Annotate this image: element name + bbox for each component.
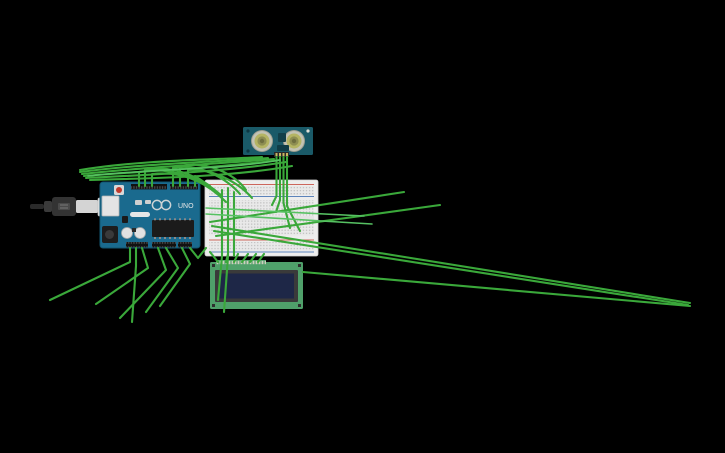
analog-header-extra[interactable] [178, 242, 192, 248]
wire [274, 155, 282, 214]
lcd-screen [219, 273, 294, 299]
wire [186, 168, 254, 200]
wire [285, 155, 302, 233]
wire [188, 246, 208, 260]
wire [214, 203, 442, 238]
wire-layer-highlight[interactable] [87, 159, 373, 225]
power-header[interactable] [126, 242, 148, 248]
wire [94, 246, 150, 306]
ultrasonic-sensor[interactable] [243, 127, 313, 157]
wire [158, 246, 192, 308]
wire [144, 246, 180, 314]
wire [48, 246, 132, 302]
wire [240, 252, 250, 264]
arduino-uno-board[interactable]: UNO [99, 181, 201, 249]
wire [78, 156, 270, 174]
wire [212, 229, 690, 307]
wire [205, 207, 365, 217]
wire [301, 270, 692, 308]
transducer-left [251, 130, 273, 152]
lcd-display[interactable] [210, 260, 303, 309]
lcd-header-pins[interactable] [216, 260, 266, 265]
wire [118, 246, 168, 320]
wire [143, 167, 224, 198]
wire [222, 186, 230, 314]
wire [193, 174, 212, 188]
wire [232, 252, 240, 264]
wire [88, 164, 294, 182]
wire [78, 155, 264, 172]
digital-header-high[interactable] [131, 184, 167, 190]
atmega-chip [152, 220, 194, 237]
board-silkscreen-label: UNO [178, 203, 194, 210]
wire [208, 250, 220, 264]
wire [210, 224, 692, 305]
wire [84, 160, 288, 180]
digital-header-low[interactable] [170, 184, 198, 190]
wire [208, 190, 406, 224]
sensor-pin-header[interactable] [274, 152, 289, 157]
wire [87, 159, 281, 177]
wire [205, 213, 373, 225]
wire [248, 252, 258, 264]
wire [178, 163, 248, 192]
wire [150, 172, 228, 204]
wire-layer-front[interactable] [48, 155, 692, 324]
usb-jack [101, 195, 120, 217]
arduino-logo [151, 199, 172, 211]
wire [256, 252, 266, 264]
wire [216, 188, 224, 302]
analog-header[interactable] [152, 242, 176, 248]
wire [270, 155, 278, 207]
